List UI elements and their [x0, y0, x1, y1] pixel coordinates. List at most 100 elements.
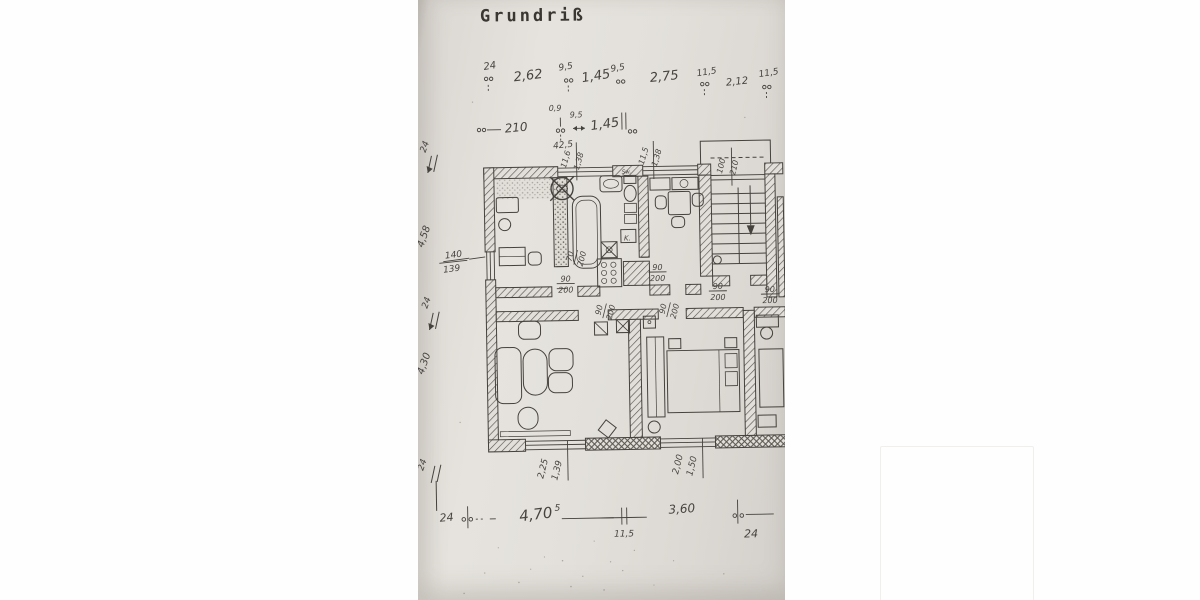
door-label-rot-70: 70 200	[565, 249, 588, 267]
dim-label: 2,62	[513, 67, 544, 85]
window-width: 2,00	[671, 453, 686, 475]
kitchen-block	[622, 260, 651, 287]
armchair	[517, 320, 542, 340]
door-height: 200	[669, 303, 681, 320]
dimension-labels-bottom: 24 4,70 5 11,5 3,60 24	[439, 501, 758, 541]
dim-label: 24	[439, 511, 454, 525]
window-label-bottom1: 2,25 1,39	[536, 458, 565, 482]
window-label-left: 140 139	[443, 250, 463, 276]
staircase	[699, 139, 772, 265]
dimension-marks	[426, 76, 779, 529]
dim-label: 3,60	[668, 501, 696, 517]
bed-partial	[758, 348, 785, 408]
window-lines	[486, 165, 765, 451]
dim-label: 42,5	[553, 140, 574, 152]
dim-label: 1,45	[580, 67, 611, 86]
window-width: 140	[444, 250, 463, 262]
dim-label: 4,70	[518, 503, 553, 525]
stove-unit	[596, 258, 623, 288]
window-height: 139	[443, 264, 462, 276]
chair	[691, 192, 704, 207]
window-height: 1,39	[550, 459, 565, 481]
kitchen	[596, 176, 704, 288]
pillow	[724, 353, 738, 369]
door-label-stair: 100 210	[715, 157, 740, 176]
stool	[517, 406, 539, 430]
toner-speckles	[459, 101, 746, 595]
floorplan-drawing: 24 2,62 9,5 1,45 9,5 2,75 11,5 2,12 11,5…	[418, 60, 785, 595]
window-label-bottom2: 2,00 1,50	[671, 453, 700, 477]
bathroom	[571, 174, 638, 269]
door-width: 90	[594, 304, 605, 316]
room-top-left	[495, 196, 542, 267]
dim-label: 210	[504, 120, 528, 136]
faint-page-artifact	[880, 446, 1034, 600]
chair	[671, 216, 686, 229]
sink-label: Sw.	[622, 169, 632, 175]
door-height: 200	[762, 296, 777, 305]
dim-label: 4,58	[418, 224, 433, 249]
window-height: 1,50	[685, 455, 700, 477]
wall-shading	[495, 178, 552, 200]
floorplan-photo: Grundriß	[418, 0, 785, 600]
kitchen-counter	[649, 177, 671, 191]
dim-label: 24	[483, 60, 497, 73]
stair-direction-arrow	[746, 225, 755, 236]
sofa	[494, 346, 523, 405]
dimension-labels-left: 24 4,58 24 4,30 24	[418, 140, 434, 472]
door-width: 90	[658, 303, 669, 315]
washbasin	[599, 175, 623, 193]
pillow	[724, 371, 738, 387]
dim-label: 4,30	[418, 351, 433, 376]
armchair	[547, 372, 573, 394]
living-room	[494, 318, 631, 439]
dim-label: 0,9	[549, 104, 562, 113]
door-width: 90	[713, 282, 723, 291]
fridge-label: K.	[624, 234, 631, 242]
door-width: 90	[765, 285, 775, 294]
washing-machine	[600, 241, 618, 259]
window-label-top2: 11,5 1,38	[637, 146, 664, 168]
door-height: 200	[576, 250, 588, 267]
dim-label: 9,5	[558, 61, 574, 73]
door-label-rot-90b: 90 200	[658, 302, 681, 320]
dimension-labels-top: 24 2,62 9,5 1,45 9,5 2,75 11,5 2,12 11,5	[483, 60, 780, 89]
dim-label: 2,12	[725, 75, 748, 88]
dim-label: 9,5	[610, 63, 626, 75]
coffee-table	[522, 348, 548, 396]
door-height: 200	[558, 285, 573, 294]
dim-label: 11,5	[696, 66, 718, 79]
dim-label: 24	[418, 458, 430, 472]
toilet-cistern	[623, 174, 637, 185]
dim-label: 24	[421, 296, 434, 310]
dim-label-superscript: 5	[555, 504, 561, 514]
dim-label: 9,5	[570, 110, 583, 119]
middle-room	[642, 315, 666, 434]
window-height: 1,38	[650, 148, 664, 168]
door-width: 90	[652, 263, 662, 272]
dim-label: 2,75	[649, 68, 679, 86]
chair	[527, 251, 542, 266]
hallway-boxes	[593, 318, 631, 336]
crossed-out-fixture	[549, 175, 575, 202]
bedroom	[666, 314, 785, 428]
dim-label: 24	[419, 140, 432, 154]
double-bed	[666, 349, 741, 414]
window-width: 2,25	[536, 458, 551, 480]
door-height: 200	[650, 274, 665, 283]
dim-label: 11,5	[758, 67, 780, 80]
dim-label: 11,5	[614, 529, 634, 539]
nightstand	[668, 338, 682, 350]
armchair	[548, 348, 574, 372]
nightstand	[724, 337, 738, 349]
fridge	[620, 228, 637, 244]
toilet-bowl	[623, 184, 637, 202]
door-width: 90	[560, 274, 570, 283]
door-label-rot-90a: 90 200	[594, 303, 617, 321]
kitchen-sink	[679, 179, 689, 188]
dim-label: 1,45	[590, 115, 621, 134]
dimension-labels-row2: 210 0,9 9,5 1,45 42,5	[504, 104, 621, 152]
door-height: 210	[728, 159, 740, 176]
window-width: 11,5	[637, 146, 651, 166]
